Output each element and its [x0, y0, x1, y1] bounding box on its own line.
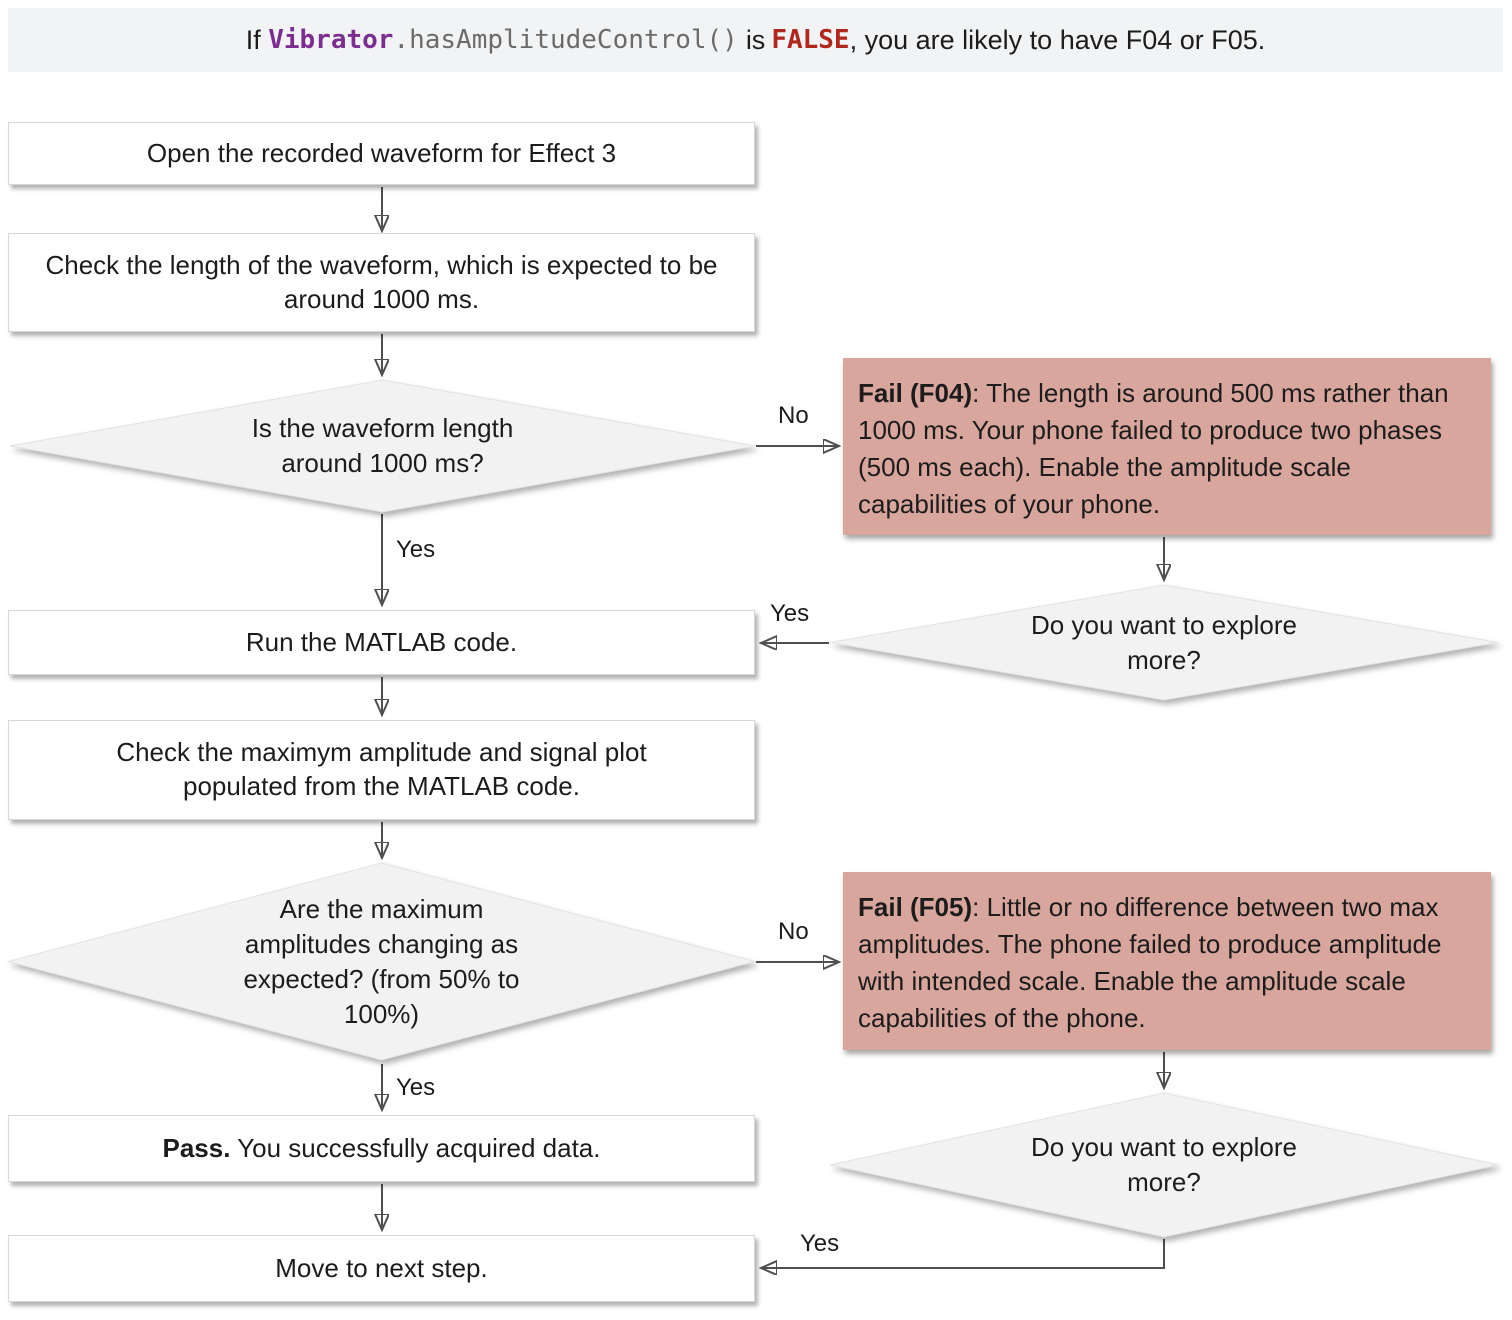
decision-length: Is the waveform length around 1000 ms? — [9, 379, 756, 513]
decision-explore-2: Do you want to explore more? — [829, 1092, 1499, 1238]
fail-f04-label: Fail (F04): The length is around 500 ms … — [858, 375, 1450, 523]
edge-label-yes-explore2: Yes — [800, 1230, 840, 1257]
banner-is: is — [745, 24, 766, 55]
step-move-next-label: Move to next step. — [275, 1252, 488, 1283]
fail-f04-box: Fail (F04): The length is around 500 ms … — [843, 358, 1491, 535]
step-move-next: Move to next step. — [8, 1235, 755, 1302]
step-check-length-label: Check the length of the waveform, which … — [45, 249, 718, 314]
code-method: .hasAmplitudeControl() — [393, 25, 738, 55]
step-check-amplitude-label: Check the maximym amplitude and signal p… — [116, 737, 647, 801]
arrow-yes-explore2-to-next — [763, 1239, 1165, 1268]
decision-explore-1-label: Do you want to explore more? — [1031, 609, 1297, 675]
banner-suffix: , you are likely to have F04 or F05. — [849, 24, 1266, 55]
decision-amplitude-label: Are the maximum amplitudes changing as e… — [243, 893, 520, 1029]
decision-explore-2-label: Do you want to explore more? — [1031, 1131, 1297, 1197]
fail-f04-text: : The length is around 500 ms rather tha… — [858, 378, 1449, 519]
code-vibrator: Vibrator — [268, 25, 394, 55]
decision-explore-1-shape — [829, 584, 1499, 701]
fail-f04-lead: Fail (F04) — [858, 378, 973, 408]
pass-text: You successfully acquired data. — [230, 1132, 601, 1163]
fail-f05-label: Fail (F05): Little or no difference betw… — [858, 889, 1450, 1037]
step-open-waveform: Open the recorded waveform for Effect 3 — [8, 122, 755, 185]
decision-length-label: Is the waveform length around 1000 ms? — [251, 412, 514, 478]
step-open-waveform-label: Open the recorded waveform for Effect 3 — [146, 137, 617, 168]
fail-f05-box: Fail (F05): Little or no difference betw… — [843, 872, 1491, 1050]
step-run-matlab-label: Run the MATLAB code. — [245, 626, 518, 657]
fail-f05-lead: Fail (F05) — [858, 892, 973, 922]
step-check-amplitude: Check the maximym amplitude and signal p… — [8, 720, 755, 820]
edge-label-yes-length: Yes — [396, 536, 436, 563]
code-false-keyword: FALSE — [771, 25, 850, 55]
decision-explore-1: Do you want to explore more? — [829, 584, 1499, 701]
decision-length-shape — [9, 379, 756, 513]
step-check-length: Check the length of the waveform, which … — [8, 233, 755, 332]
fail-f05-text: : Little or no difference between two ma… — [858, 892, 1442, 1033]
edge-label-no-amplitude: No — [778, 918, 809, 945]
decision-amplitude: Are the maximum amplitudes changing as e… — [6, 862, 757, 1061]
decision-amplitude-shape — [6, 862, 757, 1061]
step-run-matlab: Run the MATLAB code. — [8, 610, 755, 675]
pass-lead: Pass. — [162, 1132, 231, 1163]
edge-label-yes-explore1: Yes — [770, 600, 810, 627]
edge-label-no-length: No — [778, 402, 809, 429]
edge-label-yes-amplitude: Yes — [396, 1074, 436, 1101]
step-pass-label: Pass. You successfully acquired data. — [163, 1132, 601, 1166]
decision-explore-2-shape — [829, 1092, 1499, 1238]
step-pass: Pass. You successfully acquired data. — [8, 1115, 755, 1182]
banner-prefix: If — [245, 24, 269, 55]
